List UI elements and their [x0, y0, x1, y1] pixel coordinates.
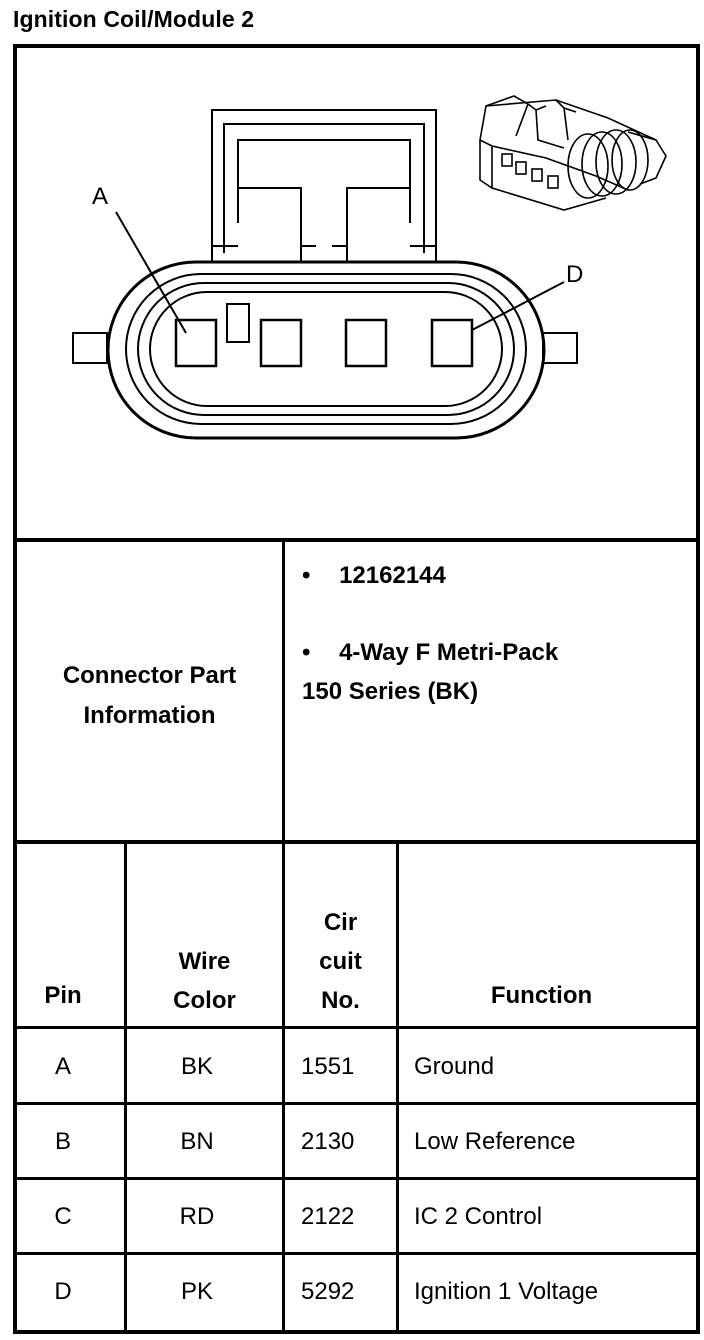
- header-circuit: Cir cuit No.: [285, 903, 396, 1020]
- connector-info-label-line1: Connector Part: [62, 662, 237, 689]
- part-number-row: • 12162144: [302, 562, 446, 590]
- row-function: IC 2 Control: [414, 1203, 543, 1230]
- frame-bottom: [13, 1330, 700, 1334]
- row-wire-color: BN: [180, 1128, 214, 1155]
- divider-info: [13, 840, 700, 844]
- divider-header: [13, 1026, 700, 1029]
- connector-info-label-line2: Information: [83, 702, 216, 729]
- header-wire-color-line1: Wire: [178, 948, 231, 975]
- row-function: Ignition 1 Voltage: [414, 1278, 599, 1305]
- page-title: Ignition Coil/Module 2: [13, 6, 255, 32]
- connector-description-line1: 4-Way F Metri-Pack: [339, 639, 559, 666]
- row-circuit: 1551: [301, 1053, 355, 1080]
- part-number: 12162144: [339, 562, 446, 589]
- description-row: • 4-Way F Metri-Pack: [302, 639, 558, 667]
- row-pin: D: [54, 1278, 72, 1305]
- pin-label-d: D: [566, 261, 583, 288]
- bullet: •: [302, 562, 311, 589]
- header-pin: Pin: [44, 982, 82, 1009]
- circuit-column-divider: [396, 840, 399, 1334]
- header-wire-color-line2: Color: [173, 987, 236, 1014]
- row-function: Ground: [414, 1053, 495, 1080]
- frame-right: [696, 44, 700, 1334]
- frame-top: [13, 44, 700, 48]
- row-circuit: 2122: [301, 1203, 355, 1230]
- frame-left: [13, 44, 17, 1334]
- bullet: •: [302, 639, 311, 666]
- pin-label-a: A: [92, 183, 108, 210]
- divider-row-a: [13, 1102, 700, 1105]
- row-circuit: 2130: [301, 1128, 355, 1155]
- header-circuit-line2: cuit: [319, 948, 362, 975]
- row-wire-color: RD: [179, 1203, 215, 1230]
- row-wire-color: PK: [180, 1278, 213, 1305]
- header-wire-color: Wire Color: [127, 942, 282, 1020]
- divider-row-c: [13, 1252, 700, 1255]
- info-column-divider: [282, 538, 285, 1334]
- pin-column-divider: [124, 840, 127, 1334]
- row-pin: A: [54, 1053, 71, 1080]
- row-pin: B: [54, 1128, 71, 1155]
- connector-diagram: A D: [72, 95, 667, 440]
- connector-description-line2: 150 Series (BK): [302, 678, 479, 705]
- row-wire-color: BK: [180, 1053, 213, 1080]
- row-circuit: 5292: [301, 1278, 355, 1305]
- divider-row-b: [13, 1177, 700, 1180]
- header-circuit-line1: Cir: [323, 909, 358, 936]
- header-circuit-line3: No.: [321, 987, 360, 1014]
- row-pin: C: [54, 1203, 72, 1230]
- header-function: Function: [490, 982, 593, 1009]
- divider-diagram: [13, 538, 700, 542]
- row-function: Low Reference: [414, 1128, 576, 1155]
- connector-info-label: Connector Part Information: [17, 656, 282, 736]
